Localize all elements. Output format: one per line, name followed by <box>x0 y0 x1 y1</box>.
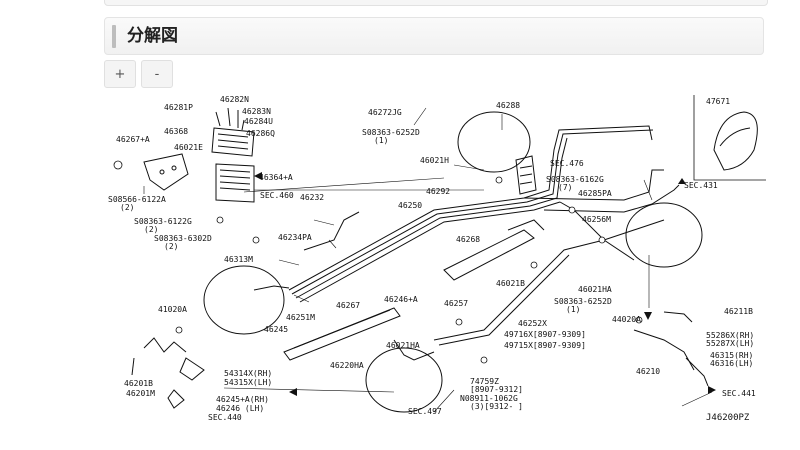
label-46211b: 46211B <box>724 307 753 316</box>
label-46232: 46232 <box>300 193 324 202</box>
label-55286x: 55286X(RH) <box>706 331 754 340</box>
label-74759z-date: [8907-9312] <box>470 385 523 394</box>
label-46252x: 46252X <box>518 319 547 328</box>
label-46368: 46368 <box>164 127 188 136</box>
part-labels: 46281P 46282N 46283N 46284U 46286Q 46368… <box>108 95 756 423</box>
top-panel-edge <box>104 0 768 6</box>
label-08566-6122a: S08566-6122A <box>108 195 166 204</box>
label-08363-6252d-top: S08363-6252D <box>362 128 420 137</box>
label-46257: 46257 <box>444 299 468 308</box>
label-46245: 46245 <box>264 325 288 334</box>
label-46201b: 46201B <box>124 379 153 388</box>
label-46210: 46210 <box>636 367 660 376</box>
label-08363-6302d: S08363-6302D <box>154 234 212 243</box>
label-46256m: 46256M <box>582 215 611 224</box>
diagram-canvas: 46281P 46282N 46283N 46284U 46286Q 46368… <box>108 95 766 423</box>
label-46021ha-right: 46021HA <box>578 285 612 294</box>
label-46286q: 46286Q <box>246 129 275 138</box>
label-54315x: 54315X(LH) <box>224 378 272 387</box>
label-49716x: 49716X[8907-9309] <box>504 330 586 339</box>
label-46272jg: 46272JG <box>368 108 402 117</box>
label-08911-qty: (3)[9312- ] <box>470 402 523 411</box>
label-46267a: 46267+A <box>116 135 150 144</box>
label-46315: 46315(RH) <box>710 351 753 360</box>
label-sec431: SEC.431 <box>684 181 718 190</box>
section-header: 分解図 <box>104 17 764 55</box>
diagram-lines <box>131 95 766 413</box>
section-title: 分解図 <box>127 26 178 46</box>
label-sec497: SEC.497 <box>408 407 442 416</box>
label-44020a: 44020A <box>612 315 641 324</box>
header-accent-bar <box>112 25 116 48</box>
label-08363-6122g-qty: (2) <box>144 225 158 234</box>
label-41020a: 41020A <box>158 305 187 314</box>
arrow-heads <box>254 172 716 396</box>
label-46288: 46288 <box>496 101 520 110</box>
label-46268: 46268 <box>456 235 480 244</box>
label-08363-6302d-qty: (2) <box>164 242 178 251</box>
label-46364a: 46364+A <box>259 173 293 182</box>
label-46313m: 46313M <box>224 255 253 264</box>
label-08363-6252d-top-qty: (1) <box>374 136 388 145</box>
label-55287x: 55287X(LH) <box>706 339 754 348</box>
label-08363-6162g-qty: (7) <box>558 183 572 192</box>
label-46251m: 46251M <box>286 313 315 322</box>
label-08911-1062g: N08911-1062G <box>460 394 518 403</box>
label-46283n: 46283N <box>242 107 271 116</box>
zoom-out-button[interactable]: - <box>141 60 173 88</box>
label-46234pa: 46234PA <box>278 233 312 242</box>
label-49715x: 49715X[8907-9309] <box>504 341 586 350</box>
label-47671: 47671 <box>706 97 730 106</box>
figure-code: J46200PZ <box>706 413 750 423</box>
label-46246a: 46246+A <box>384 295 418 304</box>
label-46267: 46267 <box>336 301 360 310</box>
label-sec441: SEC.441 <box>722 389 756 398</box>
label-46021h: 46021H <box>420 156 449 165</box>
label-46245a: 46245+A(RH) <box>216 395 269 404</box>
label-46021b: 46021B <box>496 279 525 288</box>
label-08363-6122g: S08363-6122G <box>134 217 192 226</box>
label-46284u: 46284U <box>244 117 273 126</box>
label-46281p: 46281P <box>164 103 193 112</box>
label-46021e: 46021E <box>174 143 203 152</box>
label-46021ha-bottom: 46021HA <box>386 341 420 350</box>
label-08363-6162g: S08363-6162G <box>546 175 604 184</box>
label-46201m: 46201M <box>126 389 155 398</box>
label-08363-6252d-right-qty: (1) <box>566 305 580 314</box>
label-46282n: 46282N <box>220 95 249 104</box>
label-sec460: SEC.460 <box>260 191 294 200</box>
label-sec440: SEC.440 <box>208 413 242 422</box>
label-sec476: SEC.476 <box>550 159 584 168</box>
label-46220ha: 46220HA <box>330 361 364 370</box>
label-46316: 46316(LH) <box>710 359 753 368</box>
label-46292: 46292 <box>426 187 450 196</box>
zoom-in-button[interactable]: + <box>104 60 136 88</box>
bolt-markers <box>113 160 643 364</box>
exploded-parts-diagram[interactable]: 46281P 46282N 46283N 46284U 46286Q 46368… <box>104 90 766 430</box>
label-74759z: 74759Z <box>470 377 499 386</box>
label-08363-6252d-right: S08363-6252D <box>554 297 612 306</box>
label-54314x: 54314X(RH) <box>224 369 272 378</box>
label-46285pa: 46285PA <box>578 189 612 198</box>
label-46250: 46250 <box>398 201 422 210</box>
label-46246-lh: 46246 (LH) <box>216 404 264 413</box>
label-08566-qty: (2) <box>120 203 134 212</box>
